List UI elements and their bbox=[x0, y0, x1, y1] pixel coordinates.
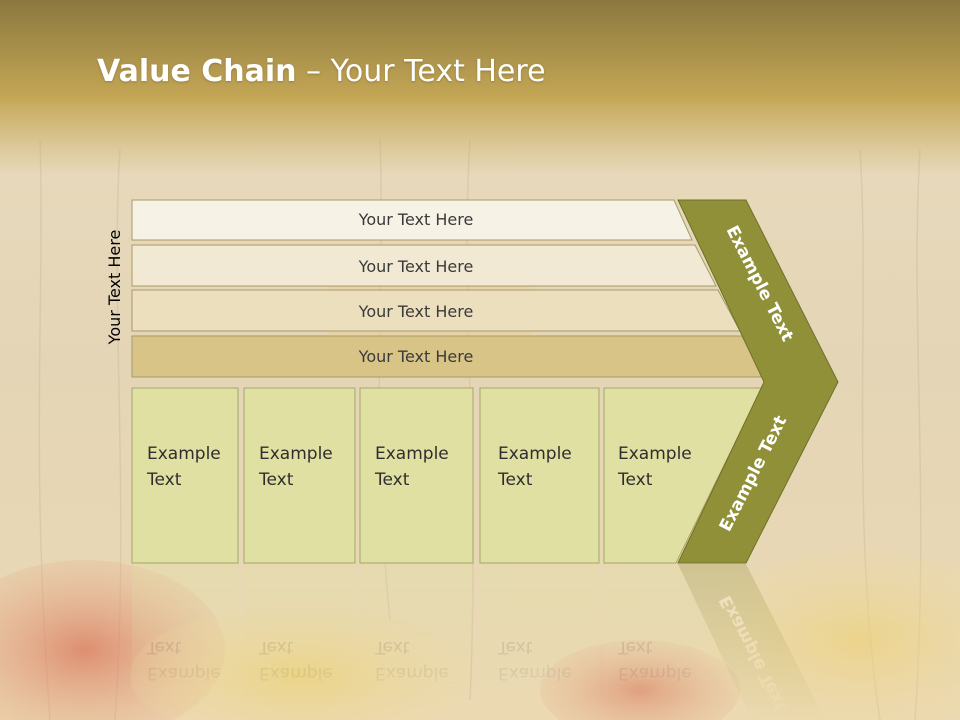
cell-3-line-2: Text bbox=[374, 470, 410, 490]
cell-3 bbox=[359, 387, 474, 564]
page-title: Value Chain – Your Text Here bbox=[97, 54, 546, 89]
cell-3-reflection-line-1: Example bbox=[375, 663, 449, 683]
cell-4-reflection bbox=[480, 564, 599, 720]
bar-1 bbox=[131, 199, 693, 241]
cell-3-reflection bbox=[360, 564, 473, 720]
cell-5 bbox=[603, 387, 763, 564]
cell-5-line-2: Text bbox=[617, 470, 653, 490]
bar-2-label: Your Text Here bbox=[358, 257, 474, 276]
cell-2 bbox=[243, 387, 356, 564]
cell-4-reflection-line-1: Example bbox=[498, 663, 572, 683]
diagram-main: Your Text Here Your Text Here Your Text … bbox=[131, 199, 839, 564]
cell-3-line-1: Example bbox=[375, 444, 449, 464]
cell-1-reflection-line-1: Example bbox=[147, 663, 221, 683]
cell-2-reflection-line-2: Text bbox=[258, 637, 294, 657]
bar-1-label: Your Text Here bbox=[358, 210, 474, 229]
chevron-lower-reflection bbox=[678, 564, 826, 720]
cell-5-line-1: Example bbox=[618, 444, 692, 464]
cell-1-line-1: Example bbox=[147, 444, 221, 464]
cell-2-reflection-line-1: Example bbox=[259, 663, 333, 683]
bar-4-label: Your Text Here bbox=[358, 347, 474, 366]
cell-1-line-2: Text bbox=[146, 470, 182, 490]
cell-4 bbox=[479, 387, 600, 564]
cell-1 bbox=[131, 387, 239, 564]
cell-5-reflection-line-2: Text bbox=[617, 637, 653, 657]
cell-4-line-2: Text bbox=[497, 470, 533, 490]
cell-3-reflection-line-2: Text bbox=[374, 637, 410, 657]
cell-4-line-1: Example bbox=[498, 444, 572, 464]
cell-2-reflection bbox=[244, 564, 355, 720]
cell-1-reflection-line-2: Text bbox=[146, 637, 182, 657]
cell-1-reflection bbox=[132, 564, 238, 720]
title-bold: Value Chain bbox=[97, 54, 297, 89]
cell-2-line-2: Text bbox=[258, 470, 294, 490]
bar-2 bbox=[131, 244, 717, 287]
cell-5-reflection-line-1: Example bbox=[618, 663, 692, 683]
cell-2-line-1: Example bbox=[259, 444, 333, 464]
chevron-arrow bbox=[677, 199, 839, 564]
cell-5-reflection bbox=[604, 564, 753, 720]
title-rest: – Your Text Here bbox=[296, 54, 546, 89]
cell-4-reflection-line-2: Text bbox=[497, 637, 533, 657]
diagram-reflection: Example Text Example Text Example Text E… bbox=[132, 564, 826, 720]
bar-3-label: Your Text Here bbox=[358, 302, 474, 321]
